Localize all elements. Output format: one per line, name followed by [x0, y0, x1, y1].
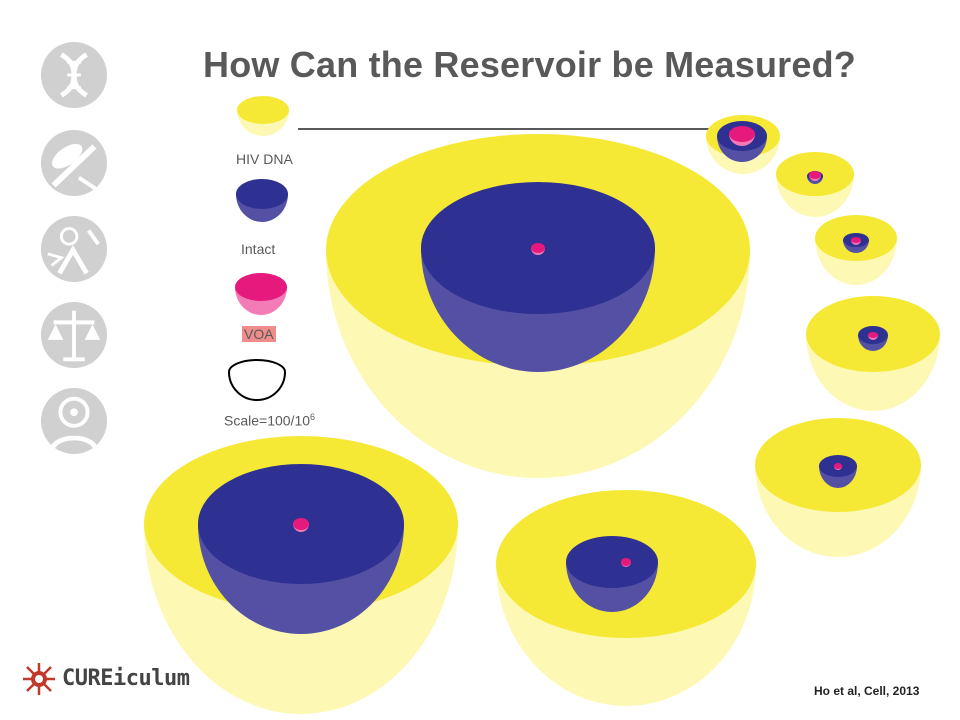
patient-6-voa-bowl — [851, 237, 861, 245]
scale-text: Scale=100/10 — [224, 412, 311, 429]
virus-logo-icon — [23, 663, 55, 695]
legend-hiv-dna-bowl — [237, 96, 289, 136]
patient-7-voa-bowl — [868, 332, 878, 340]
legend-intact-bowl — [236, 179, 288, 222]
title-divider — [298, 128, 768, 130]
sidebar — [34, 38, 114, 468]
person-virus-icon — [40, 387, 108, 455]
virus-ribbon-icon — [40, 215, 108, 283]
dna-icon — [40, 41, 108, 109]
patient-5-hiv-bowl — [776, 152, 854, 217]
patient-3-voa-bowl — [621, 558, 631, 567]
patient-7-hiv-bowl — [806, 296, 940, 411]
scale-exponent: 6 — [310, 412, 316, 422]
legend-scale-label: Scale=100/106 — [224, 412, 315, 429]
patient-3-intact-bowl — [566, 536, 658, 612]
patient-4-voa-bowl — [729, 126, 755, 146]
pill-syringe-icon — [40, 129, 108, 197]
patient-5-voa-bowl — [809, 171, 821, 181]
legend-scale-bowl — [227, 359, 287, 401]
legend-voa-label: VOA — [242, 326, 276, 342]
legend-hiv-dna-label: HIV DNA — [236, 151, 293, 167]
legend-voa-bowl — [235, 273, 287, 315]
slide-title: How Can the Reservoir be Measured? — [203, 44, 856, 85]
patient-2-voa-bowl — [293, 518, 309, 532]
logo-text: CUREiculum — [62, 666, 190, 691]
patient-8-voa-bowl — [834, 463, 842, 470]
citation: Ho et al, Cell, 2013 — [814, 684, 920, 698]
cureiculum-logo: CUREiculum — [22, 660, 222, 696]
scales-icon — [40, 301, 108, 369]
legend-intact-label: Intact — [241, 241, 276, 257]
patient-1-voa-bowl — [531, 243, 545, 255]
